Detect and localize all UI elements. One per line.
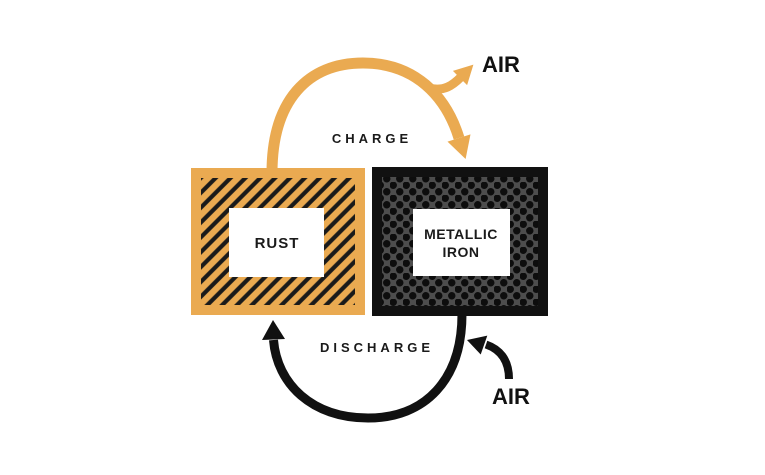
air-top-label: AIR	[482, 52, 520, 77]
charge-air-branch	[427, 73, 465, 94]
metallic-iron-box: METALLIC IRON	[372, 167, 548, 316]
metallic-iron-label-line2: IRON	[443, 244, 480, 260]
discharge-arc	[269, 313, 467, 423]
charge-arrowhead-icon	[447, 134, 471, 159]
rust-box: RUST	[191, 168, 365, 315]
discharge-label: DISCHARGE	[320, 340, 434, 355]
charge-arc	[266, 57, 465, 174]
rust-label: RUST	[255, 235, 300, 252]
metallic-iron-label-line1: METALLIC	[424, 226, 498, 242]
air-bottom-label: AIR	[492, 384, 530, 409]
charge-label: CHARGE	[332, 131, 412, 146]
rust-label-plate	[229, 208, 324, 277]
charge-air-arrowhead-icon	[452, 64, 474, 86]
discharge-arrowhead-icon	[262, 320, 285, 340]
metallic-iron-label-plate	[413, 209, 510, 276]
air-inlet-arrowhead-icon	[467, 335, 488, 355]
air-inlet-arrow	[484, 340, 513, 380]
